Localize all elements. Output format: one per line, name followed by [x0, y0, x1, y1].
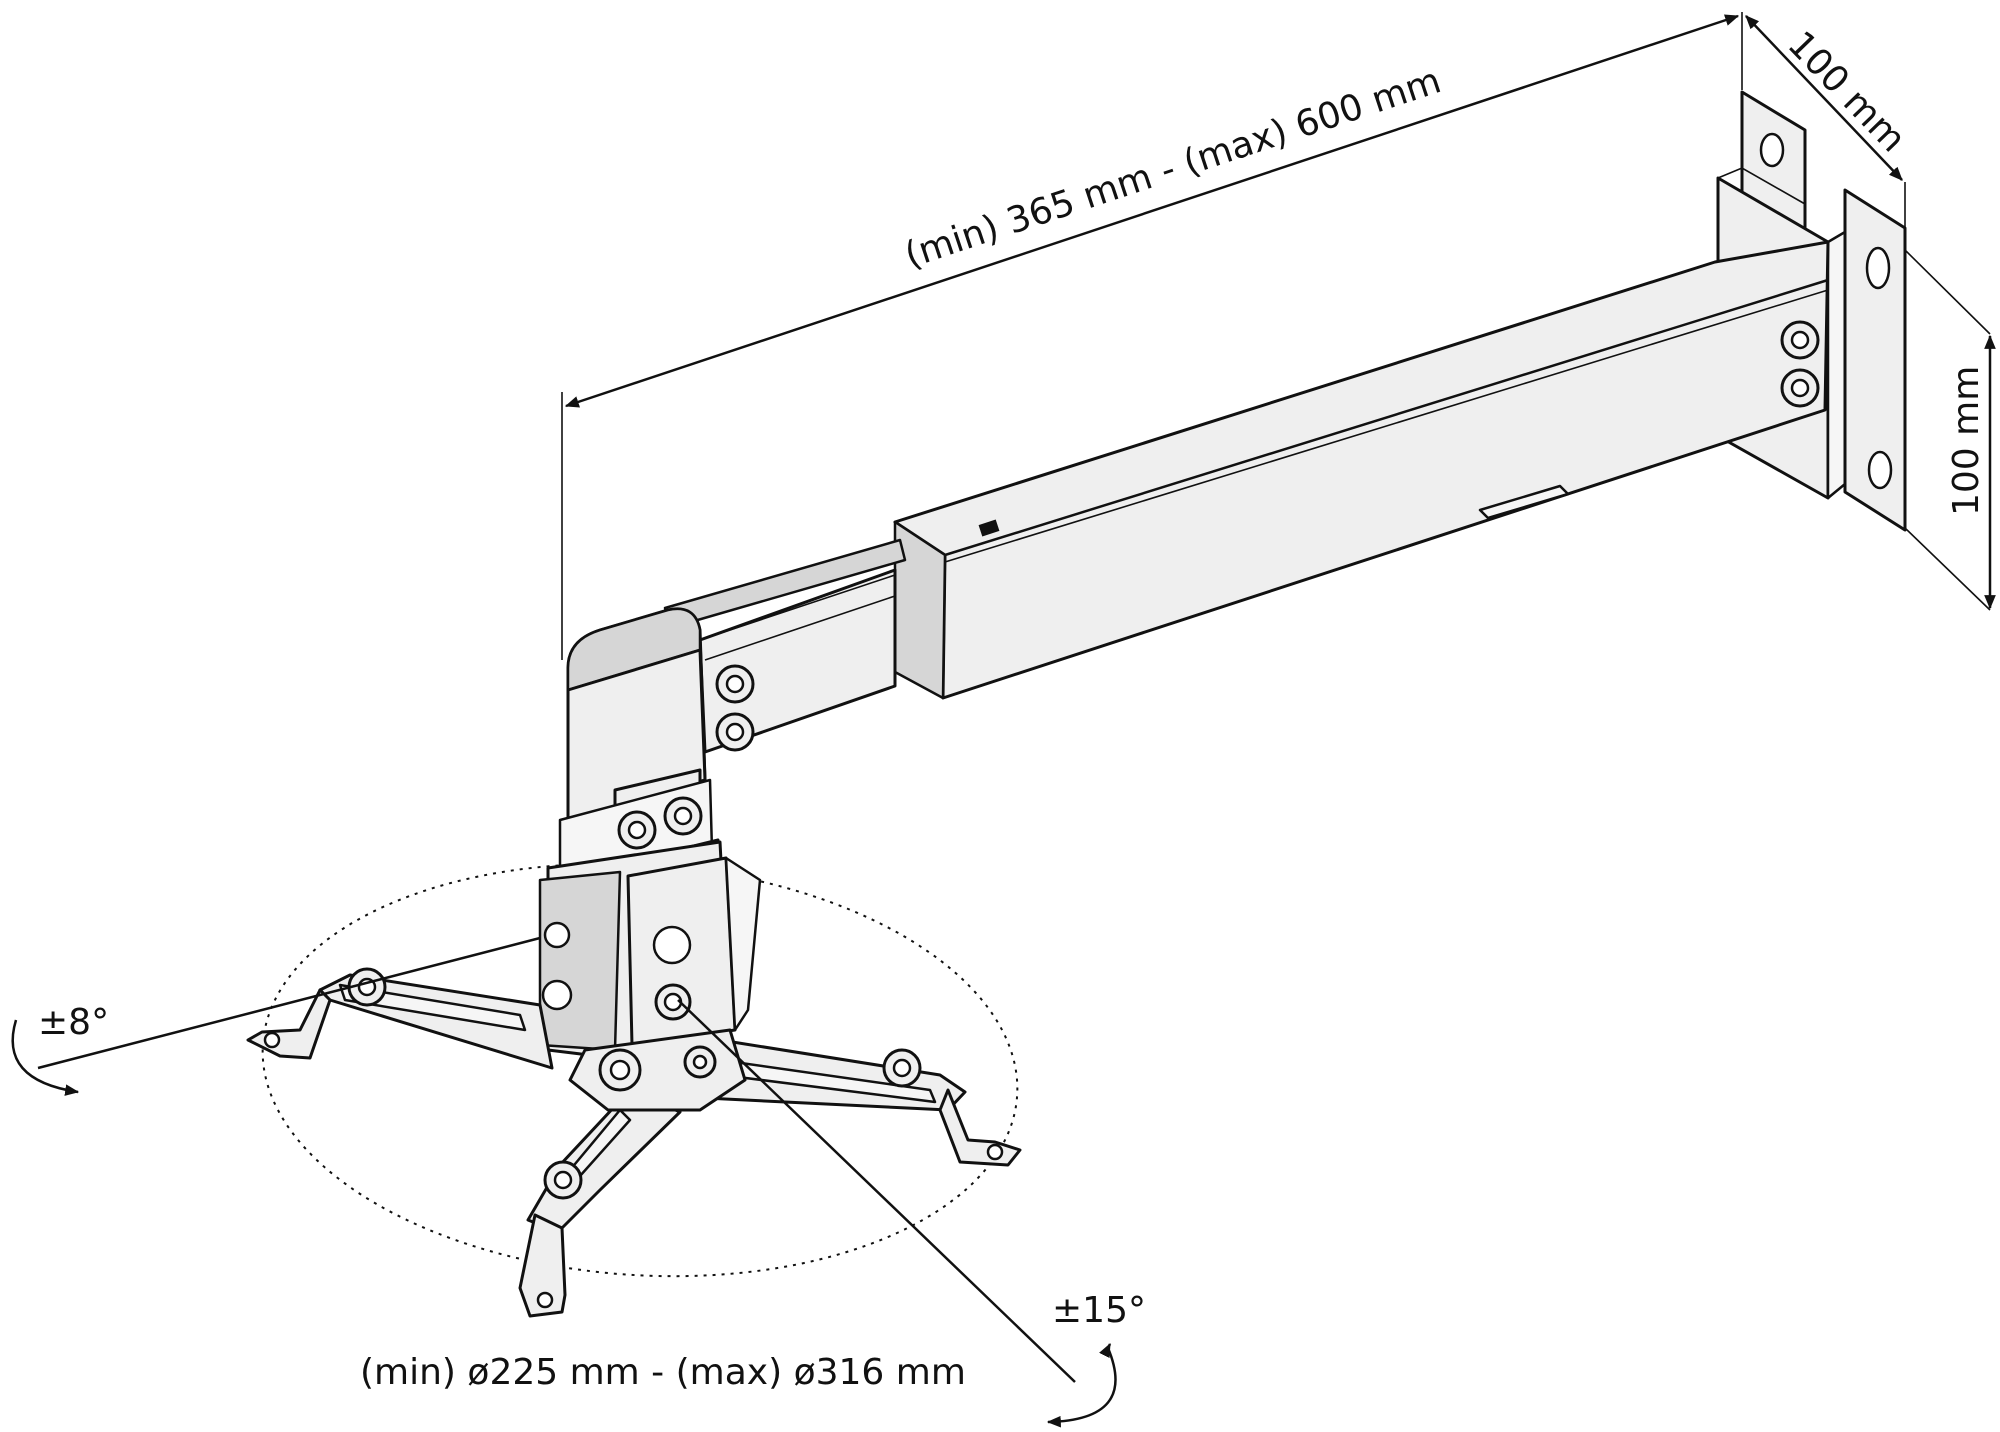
- swivel-angle-label: ±15°: [1052, 1290, 1146, 1331]
- bolt-icon: [683, 1045, 717, 1079]
- bolt-icon: [1780, 368, 1820, 408]
- bolt-icon: [715, 664, 755, 704]
- inner-arm-tube: [663, 538, 907, 754]
- bolt-icon: [1780, 320, 1820, 360]
- arm-length-label: (min) 365 mm - (max) 600 mm: [900, 60, 1446, 276]
- outer-arm-tube: [893, 240, 1830, 700]
- rotate-arrow-icon: [11, 1019, 80, 1096]
- arm-length-dimension: [561, 12, 1743, 660]
- plate-height-label: 100 mm: [1946, 366, 1987, 516]
- mount-diameter-label: (min) ø225 mm - (max) ø316 mm: [360, 1352, 966, 1393]
- bolt-icon: [617, 810, 657, 850]
- tilt-bracket: [538, 840, 762, 1062]
- adjustment-range-ellipse: [261, 862, 1019, 1278]
- elbow-joint: [558, 607, 714, 892]
- swivel-axis: [677, 999, 1117, 1428]
- rotate-arrow-icon: [1046, 1347, 1117, 1428]
- bolts: [347, 320, 1820, 1200]
- bolt-icon: [715, 712, 755, 752]
- plate-height-dimension: [1904, 249, 1996, 611]
- bolt-icon: [654, 983, 692, 1021]
- plate-width-dimension: [1745, 15, 1906, 228]
- bolt-icon: [663, 796, 703, 836]
- bolt-icon: [882, 1048, 922, 1088]
- bolt-icon: [598, 1048, 642, 1092]
- tilt-angle-label: ±8°: [38, 1002, 109, 1043]
- bolt-icon: [543, 1160, 583, 1200]
- tilt-axis: [11, 936, 541, 1096]
